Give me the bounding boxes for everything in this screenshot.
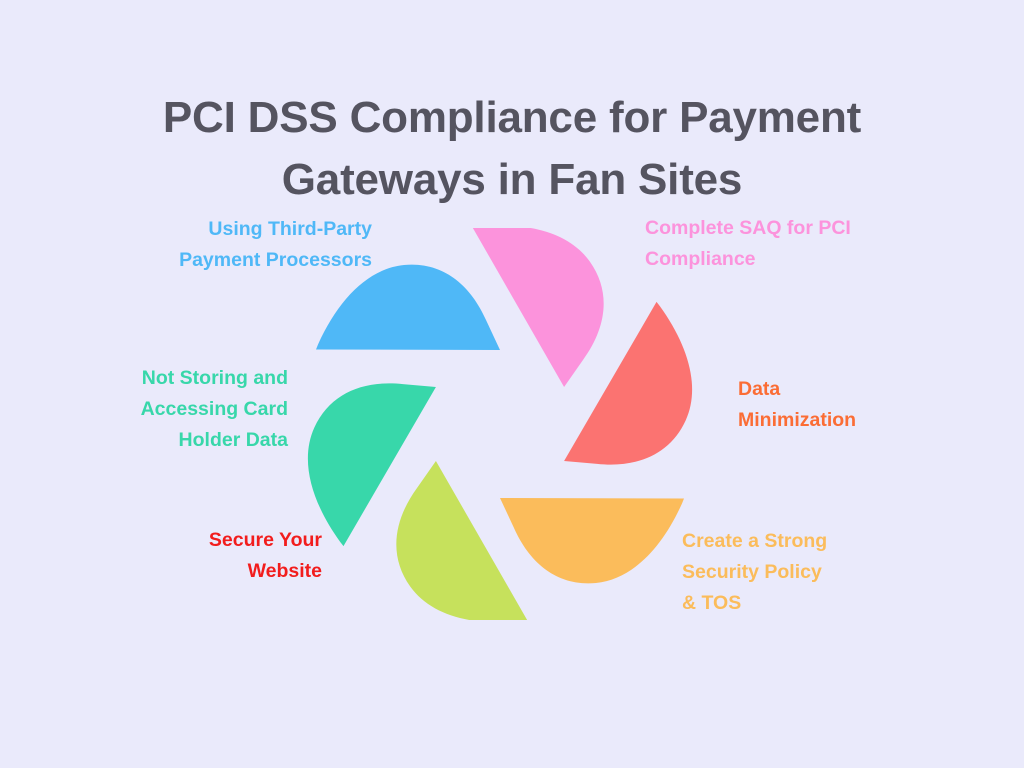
segment-shape-secure-website bbox=[361, 461, 528, 620]
segment-third-party[interactable] bbox=[316, 264, 500, 350]
label-secure-your-website: Secure Your Website bbox=[208, 529, 322, 582]
label-complete-saq-for-pci-compliance: Complete SAQ for PCI Compliance bbox=[645, 217, 851, 270]
segment-security-policy[interactable] bbox=[500, 498, 684, 584]
label-data-minimization: Data Minimization bbox=[738, 378, 857, 431]
pinwheel-svg bbox=[300, 228, 700, 620]
segment-saq[interactable] bbox=[472, 228, 639, 387]
label-using-third-party-payment-processors: Using Third-Party Payment Processors bbox=[179, 218, 372, 271]
page-title: PCI DSS Compliance for Payment Gateways … bbox=[162, 93, 862, 205]
segment-shape-security-policy bbox=[500, 498, 684, 584]
segment-secure-website[interactable] bbox=[361, 461, 528, 620]
pinwheel-diagram bbox=[300, 228, 700, 620]
label-not-storing-card-holder-data: Not Storing and Accessing Card Holder Da… bbox=[140, 367, 288, 451]
segment-shape-third-party bbox=[316, 264, 500, 350]
label-create-strong-security-policy-tos: Create a Strong Security Policy & TOS bbox=[682, 530, 828, 614]
segment-shape-saq bbox=[472, 228, 639, 387]
